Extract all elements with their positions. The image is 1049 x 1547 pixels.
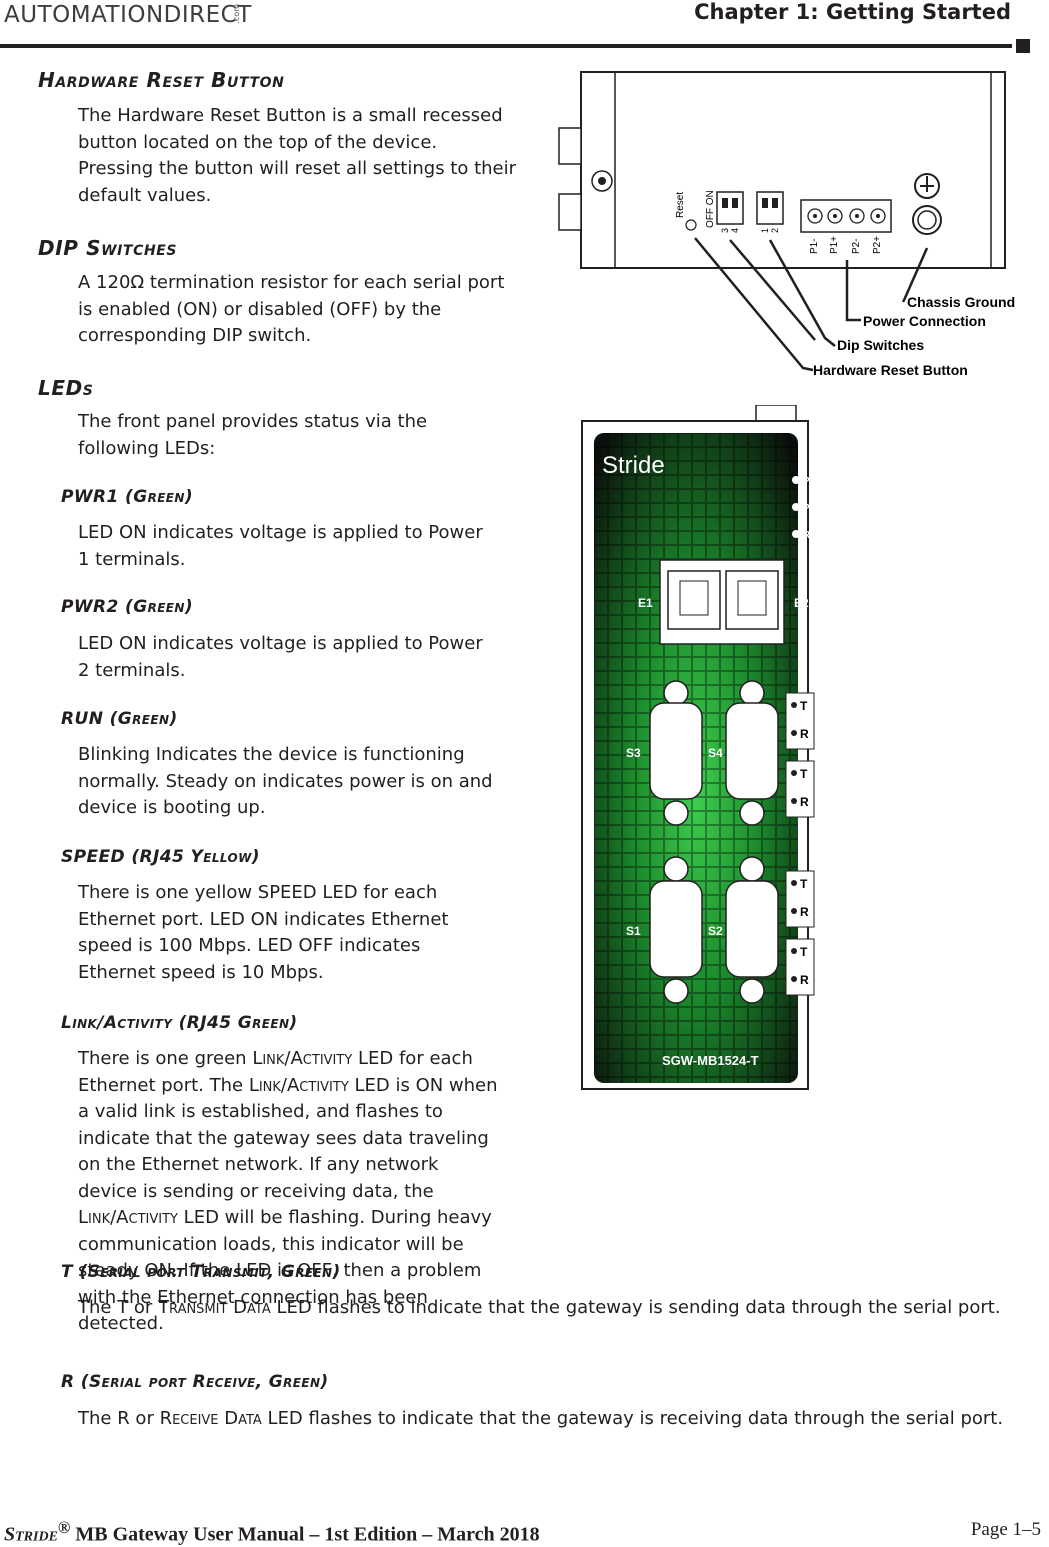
- model-number: SGW-MB1524-T: [662, 1053, 759, 1068]
- label-s1: S1: [626, 924, 641, 938]
- device-top-view-figure: Reset OFF ON 3 4 1 2 P1- P1+ P2- P2+ Cha…: [558, 71, 1015, 378]
- led-t: T: [800, 877, 808, 891]
- subheading-transmit: T (Serial port Transmit, Green): [61, 1262, 341, 1282]
- led-r: R: [800, 795, 809, 809]
- text-segment: LED flashes to indicate that the gateway…: [270, 1297, 1001, 1318]
- section-heading-leds: LEDs: [38, 376, 94, 400]
- section-text-leds: The front panel provides status via the …: [78, 411, 428, 459]
- dip-switch-block-b: [756, 191, 784, 225]
- rj45-port-e1: [667, 570, 721, 630]
- text-segment: LED will be flashing. During heavy commu…: [78, 1207, 492, 1334]
- terminal-label: P2-: [851, 238, 862, 254]
- dip-number: 2: [770, 228, 780, 233]
- led-t: T: [800, 767, 808, 781]
- led-pwr1: PWR1: [803, 476, 830, 487]
- rj45-port-e2: [725, 570, 779, 630]
- led-r: R: [800, 727, 809, 741]
- label-e2: E2: [794, 596, 809, 610]
- footer-title-text: MB Gateway User Manual – 1st Edition – M…: [70, 1523, 540, 1546]
- terminal-label: P1-: [809, 238, 820, 254]
- subheading-pwr1: PWR1 (Green): [61, 487, 194, 507]
- text-pwr1: LED ON indicates voltage is applied to P…: [78, 522, 483, 570]
- terminal-label: P2+: [872, 236, 883, 254]
- callout-hardware-reset: Hardware Reset Button: [813, 362, 968, 378]
- serial-port-s3: [649, 680, 703, 826]
- subheading-receive: R (Serial port Receive, Green): [61, 1372, 329, 1392]
- dip-switch-block-a: [716, 191, 744, 225]
- callout-power-connection: Power Connection: [863, 313, 986, 329]
- brand-logo: AUTOMATIONDIRECT: [4, 2, 252, 28]
- section-heading-reset: Hardware Reset Button: [38, 68, 285, 92]
- led-r: R: [800, 905, 809, 919]
- footer-manual-title: Stride® MB Gateway User Manual – 1st Edi…: [4, 1518, 540, 1547]
- text-run: Blinking Indicates the device is functio…: [78, 744, 493, 818]
- brand-stride: Stride: [602, 452, 665, 479]
- device-top-outline: [580, 71, 1006, 269]
- term-receive-data: Receive Data: [159, 1408, 262, 1429]
- text-speed: There is one yellow SPEED LED for each E…: [78, 882, 449, 983]
- subheading-run: RUN (Green): [61, 709, 178, 729]
- text-transmit: The T or Transmit Data LED flashes to in…: [78, 1295, 1008, 1322]
- text-link-activity-a: There is one green Link/Activity LED for…: [78, 1046, 498, 1338]
- footer-brand: Stride: [4, 1523, 58, 1546]
- din-clip-top: [558, 127, 582, 165]
- label-s4: S4: [708, 746, 723, 760]
- text-segment: LED is ON when a valid link is establish…: [78, 1074, 498, 1202]
- term-link-activity: Link/Activity: [252, 1048, 353, 1069]
- term-transmit-data: Transmit Data: [158, 1297, 271, 1318]
- logo-text: AUTOMATIONDIRECT: [4, 2, 252, 28]
- text-segment: There is one green: [78, 1048, 253, 1069]
- device-front-panel-figure: Stride PWR1 PWR2 Run E1 E2 S3 S4 S1 S2 T…: [581, 405, 830, 1090]
- section-text-dip: A 120Ω termination resistor for each ser…: [78, 272, 505, 346]
- label-s2: S2: [708, 924, 723, 938]
- text-segment: The R or: [78, 1408, 160, 1429]
- dip-number: 1: [760, 228, 770, 233]
- label-e1: E1: [638, 596, 653, 610]
- header-rule: [0, 44, 1012, 48]
- dip-number: 3: [720, 228, 730, 233]
- footer-reg: ®: [57, 1518, 71, 1537]
- label-s3: S3: [626, 746, 641, 760]
- callout-chassis-ground: Chassis Ground: [907, 294, 1015, 310]
- section-text-reset: The Hardware Reset Button is a small rec…: [78, 105, 517, 206]
- subheading-speed: SPEED (RJ45 Yellow): [61, 847, 260, 867]
- text-pwr2: LED ON indicates voltage is applied to P…: [78, 633, 483, 681]
- reset-button-hole: [685, 219, 697, 231]
- led-r: R: [800, 973, 809, 987]
- din-clip-bottom: [558, 193, 582, 231]
- terminal-label: P1+: [829, 236, 840, 254]
- subheading-link-activity: Link/Activity (RJ45 Green): [61, 1013, 298, 1033]
- text-segment: LED for each Ethernet port. The: [78, 1048, 473, 1096]
- chapter-title: Chapter 1: Getting Started: [694, 0, 1011, 24]
- subheading-pwr2: PWR2 (Green): [61, 597, 194, 617]
- term-link-activity: Link/Activity: [78, 1207, 178, 1228]
- off-on-label: OFF ON: [705, 190, 716, 228]
- serial-port-s4: [725, 680, 779, 826]
- dip-number: 4: [730, 228, 740, 233]
- text-segment: LED flashes to indicate that the gateway…: [261, 1408, 1004, 1429]
- term-link-activity: Link/Activity: [248, 1074, 349, 1096]
- led-t: T: [800, 699, 808, 713]
- reset-label: Reset: [675, 192, 686, 218]
- led-run: Run: [803, 530, 822, 541]
- text-receive: The R or Receive Data LED flashes to ind…: [78, 1406, 1008, 1433]
- section-heading-dip: DIP Switches: [38, 236, 178, 260]
- serial-port-s1: [649, 856, 703, 1004]
- led-pwr2: PWR2: [803, 503, 830, 514]
- led-t: T: [800, 945, 808, 959]
- serial-port-s2: [725, 856, 779, 1004]
- text-segment: The T or: [78, 1297, 159, 1318]
- header-rule-marker: [1016, 39, 1030, 53]
- logo-suffix: .com: [232, 4, 241, 24]
- callout-dip-switches: Dip Switches: [837, 337, 924, 353]
- page-number: Page 1–5: [970, 1519, 1041, 1540]
